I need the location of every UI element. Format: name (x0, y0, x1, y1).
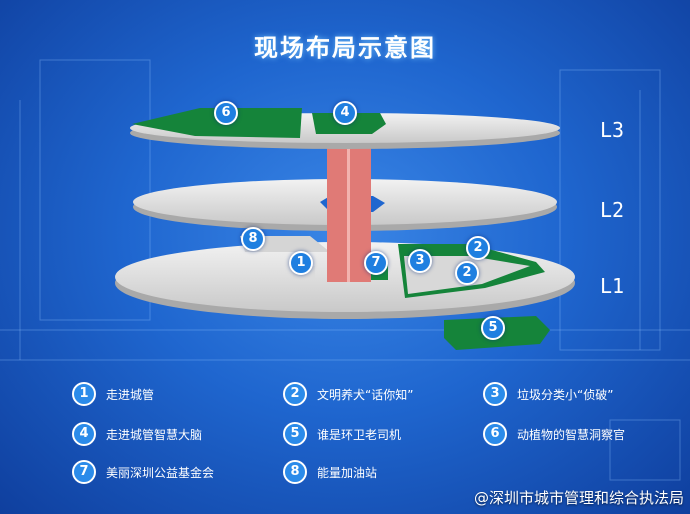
legend-label: 走进城管 (106, 387, 155, 402)
legend-item-5: 5 谁是环卫老司机 (283, 422, 401, 446)
legend-item-7: 7 美丽深圳公益基金会 (72, 460, 214, 484)
zone-marker-5: 5 (481, 316, 505, 340)
level-label-l3: L3 (600, 118, 625, 142)
legend-item-1: 1 走进城管 (72, 382, 154, 406)
zone-marker-4: 4 (333, 101, 357, 125)
zone-marker-6: 6 (214, 101, 238, 125)
legend-number: 5 (283, 422, 307, 446)
legend-label: 文明养犬“话你知” (317, 387, 414, 402)
legend-label: 走进城管智慧大脑 (106, 427, 203, 442)
legend-number: 2 (283, 382, 307, 406)
zone-marker-2a: 2 (466, 236, 490, 260)
legend-item-3: 3 垃圾分类小“侦破” (483, 382, 613, 406)
legend-item-2: 2 文明养犬“话你知” (283, 382, 413, 406)
legend-label: 垃圾分类小“侦破” (517, 387, 614, 402)
legend-number: 3 (483, 382, 507, 406)
zone-marker-3: 3 (408, 249, 432, 273)
level-label-l2: L2 (600, 198, 625, 222)
zone-marker-1: 1 (289, 251, 313, 275)
legend-label: 动植物的智慧洞察官 (517, 427, 626, 442)
legend-label: 能量加油站 (317, 465, 378, 480)
zone-marker-2b: 2 (455, 261, 479, 285)
watermark: @深圳市城市管理和综合执法局 (473, 489, 684, 507)
legend-label: 美丽深圳公益基金会 (106, 465, 215, 480)
legend-number: 6 (483, 422, 507, 446)
legend-item-8: 8 能量加油站 (283, 460, 377, 484)
legend-number: 8 (283, 460, 307, 484)
level-label-l1: L1 (600, 274, 625, 298)
legend-number: 4 (72, 422, 96, 446)
background-grid-lines (0, 59, 690, 481)
legend-item-4: 4 走进城管智慧大脑 (72, 422, 202, 446)
zone-marker-7: 7 (364, 251, 388, 275)
page-title: 现场布局示意图 (254, 34, 436, 62)
legend-number: 1 (72, 382, 96, 406)
legend-item-6: 6 动植物的智慧洞察官 (483, 422, 625, 446)
legend-label: 谁是环卫老司机 (317, 427, 402, 442)
zone-marker-8: 8 (241, 227, 265, 251)
legend-number: 7 (72, 460, 96, 484)
zone-6-structure (132, 108, 302, 138)
